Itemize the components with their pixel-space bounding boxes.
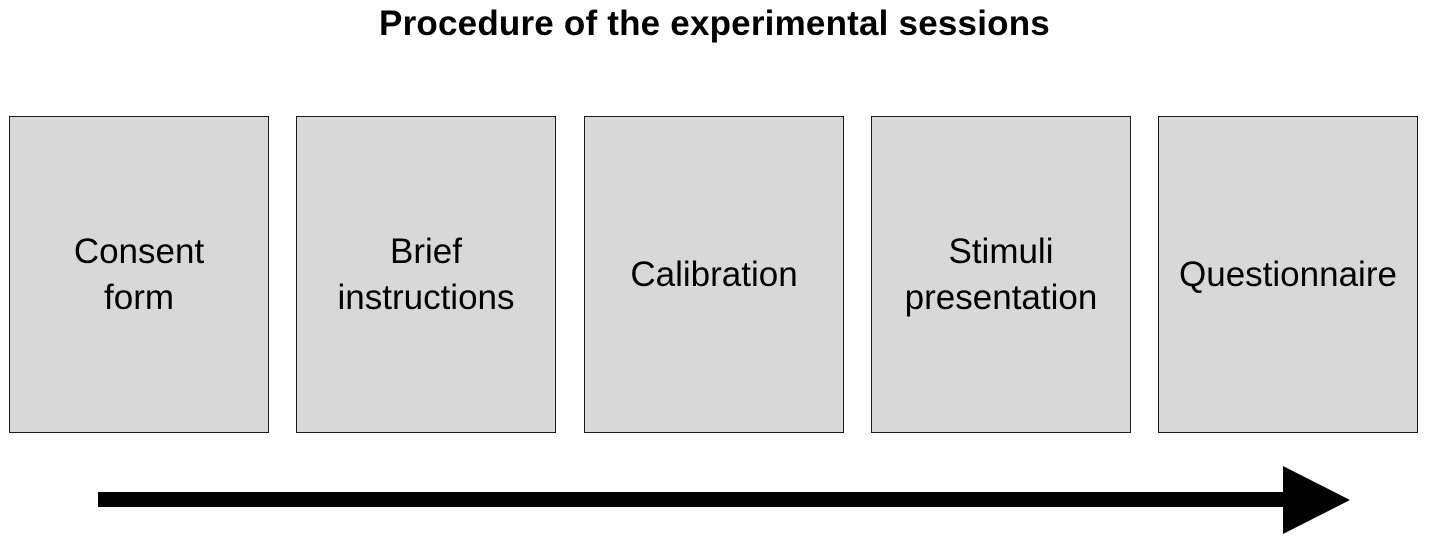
procedure-steps: Consent form Brief instructions Calibrat… [9,116,1420,436]
arrow-shaft [98,492,1288,507]
step-box-calibration: Calibration [584,116,844,433]
right-arrow-icon [98,466,1350,534]
arrow-head [1283,466,1350,534]
step-box-stimuli-presentation: Stimuli presentation [871,116,1131,433]
step-label: Questionnaire [1179,254,1397,294]
step-box-questionnaire: Questionnaire [1158,116,1418,433]
step-label: Stimuli presentation [904,231,1098,317]
diagram-title: Procedure of the experimental sessions [379,4,1050,43]
step-label: Consent form [73,231,205,317]
step-label: Calibration [630,254,798,294]
step-box-consent-form: Consent form [9,116,269,433]
step-label: Brief instructions [337,231,515,317]
step-box-brief-instructions: Brief instructions [296,116,556,433]
